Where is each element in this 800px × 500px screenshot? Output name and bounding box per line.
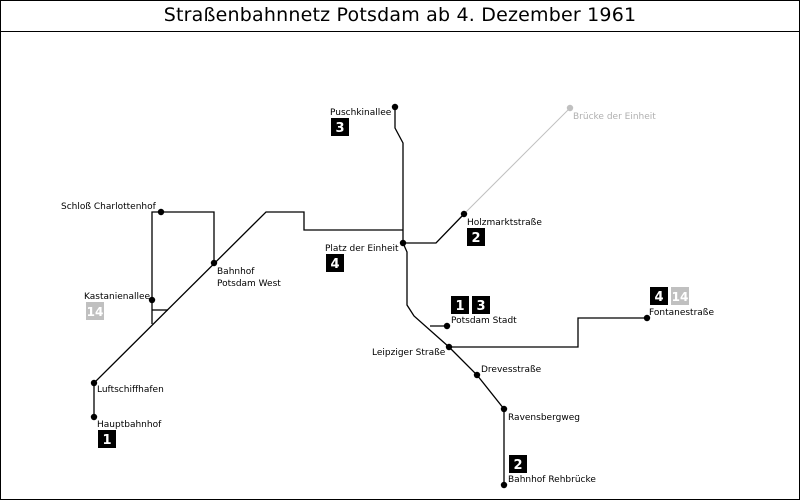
badge-box (509, 455, 527, 473)
station-label-kastanien: Kastanienallee (84, 292, 150, 302)
station-label-bruecke: Brücke der Einheit (573, 112, 656, 122)
badge-text: 4 (654, 290, 663, 305)
badge-box (86, 302, 104, 320)
station-label-puschkinallee: Puschkinallee (330, 108, 392, 118)
station-dot-potsdamstadt (443, 322, 451, 330)
track-platz-holzmarkt (403, 213, 465, 244)
badge-text: 2 (513, 458, 522, 473)
station-label-rehbruecke: Bahnhof Rehbrücke (508, 475, 596, 485)
station-dot-holzmarkt (460, 210, 468, 218)
station-dot-fontane (643, 314, 651, 322)
station-label-hbf: Hauptbahnhof (97, 420, 162, 430)
station-dot-rehbruecke (500, 481, 508, 489)
line-badge-platz-4: 4 (326, 254, 344, 272)
station-label-platz: Platz der Einheit (325, 244, 399, 254)
station-dot-leipziger (445, 343, 453, 351)
station-label-leipziger: Leipziger Straße (372, 348, 446, 358)
track-puschkinallee-leipziger (394, 107, 450, 348)
badge-text: 3 (476, 299, 485, 314)
station-dot-puschkinallee (391, 103, 399, 111)
badge-text: 14 (672, 290, 689, 304)
track-leipziger-fontane (449, 317, 647, 348)
badge-box (650, 287, 668, 305)
badge-box (451, 296, 469, 314)
badge-box (472, 296, 490, 314)
station-dot-bhfwest (210, 259, 218, 267)
station-dot-bruecke (566, 104, 574, 112)
station-dot-kastanien (148, 296, 156, 304)
badge-text: 2 (471, 231, 480, 246)
line-badge-hbf-1: 1 (98, 430, 116, 448)
line-badge-holzmarkt-2: 2 (467, 228, 485, 246)
station-dot-platz (399, 239, 407, 247)
station-label-schloss: Schloß Charlottenhof (61, 202, 157, 212)
badge-text: 3 (335, 121, 344, 136)
station-label-fontane: Fontanestraße (649, 308, 714, 318)
station-label-dreves: Drevesstraße (481, 365, 542, 375)
track-charlottenhof-loop (151, 211, 215, 324)
station-label-luftschiff: Luftschiffhafen (97, 385, 164, 395)
badge-text: 1 (455, 299, 464, 314)
tracks (93, 107, 647, 485)
line-badge-potsdamstadt-3: 3 (472, 296, 490, 314)
badge-box (671, 287, 689, 305)
station-dots (90, 103, 651, 489)
station-label-potsdamstadt: Potsdam Stadt (451, 316, 517, 326)
badge-text: 1 (102, 433, 111, 448)
badge-text: 4 (330, 257, 339, 272)
badge-box (331, 118, 349, 136)
station-label-ravensberg: Ravensbergweg (508, 413, 580, 423)
station-label-bhfwest: Bahnhof (217, 267, 255, 277)
station-dot-ravensberg (500, 405, 508, 413)
station-label-bhfwest-line2: Potsdam West (217, 279, 281, 289)
station-label-holzmarkt: Holzmarktstraße (467, 218, 542, 228)
line-badge-potsdamstadt-1: 1 (451, 296, 469, 314)
track-bruecke-der-einheit (463, 107, 571, 215)
line-badge-fontane-4: 4 (650, 287, 668, 305)
station-dot-luftschiff (90, 379, 98, 387)
station-dot-hbf (90, 413, 98, 421)
badge-box (326, 254, 344, 272)
track-platz-hauptbahnhof (93, 211, 403, 417)
badge-box (467, 228, 485, 246)
line-badge-rehbruecke-2: 2 (509, 455, 527, 473)
badge-box (98, 430, 116, 448)
badge-text: 14 (87, 305, 104, 319)
map-title: Straßenbahnnetz Potsdam ab 4. Dezember 1… (163, 4, 637, 26)
line-badge-puschkinallee-3: 3 (331, 118, 349, 136)
station-dot-dreves (473, 371, 481, 379)
station-dot-schloss (157, 208, 165, 216)
line-badges: 3 2 4 14 1 3 4 (86, 118, 689, 473)
line-badge-fontane-14: 14 (671, 287, 689, 305)
track-leipziger-rehbruecke (448, 346, 505, 485)
line-badge-kastanien-14: 14 (86, 302, 104, 320)
